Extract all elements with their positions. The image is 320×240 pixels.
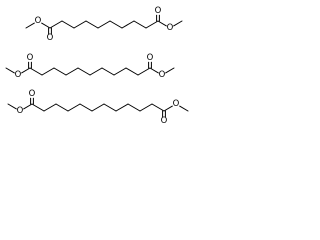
backbone-bond [53,67,67,76]
backbone-bond [49,20,63,29]
backbone-bond [21,67,31,74]
backbone-bond [23,103,33,110]
backbone-bond [139,103,153,112]
backbone-bond [41,67,55,76]
backbone-bond [91,103,105,112]
backbone-bond [127,103,141,112]
backbone-bond [109,20,123,29]
backbone-bond [157,20,167,27]
carbonyl-oxygen-label: O [47,33,54,43]
backbone-bond [5,67,15,74]
backbone-bond [29,67,43,76]
backbone-bond [115,103,129,112]
backbone-bond [121,20,135,29]
carbonyl-oxygen-label: O [147,53,154,63]
carbonyl-oxygen-label: O [29,89,36,99]
backbone-bond [137,67,151,76]
backbone-bond [145,20,159,29]
backbone-bond [31,103,45,112]
backbone-bond [113,67,127,76]
backbone-bond [165,67,175,74]
backbone-bond [163,105,173,112]
carbonyl-oxygen-label: O [27,53,34,63]
ester-oxygen-label: O [15,70,22,80]
backbone-bond [41,22,51,29]
backbone-bond [101,67,115,76]
backbone-bond [89,67,103,76]
backbone-bond [25,22,35,29]
backbone-bond [73,20,87,29]
backbone-bond [67,103,81,112]
carbonyl-oxygen-label: O [161,116,168,126]
backbone-bond [179,105,189,112]
ester-oxygen-label: O [159,70,166,80]
ester-oxygen-label: O [35,16,42,26]
backbone-bond [61,20,75,29]
backbone-bond [77,67,91,76]
backbone-bond [173,20,183,27]
backbone-bond [43,103,57,112]
ester-oxygen-label: O [167,23,174,33]
backbone-bond [149,67,159,74]
backbone-bond [133,20,147,29]
backbone-bond [65,67,79,76]
ester-oxygen-label: O [173,99,180,109]
backbone-bond [103,103,117,112]
backbone-bond [151,103,165,112]
backbone-bond [85,20,99,29]
backbone-bond [55,103,69,112]
backbone-bond [79,103,93,112]
backbone-bond [7,103,17,110]
carbonyl-oxygen-label: O [155,6,162,16]
backbone-bond [97,20,111,29]
backbone-bond [125,67,139,76]
ester-oxygen-label: O [17,106,24,116]
